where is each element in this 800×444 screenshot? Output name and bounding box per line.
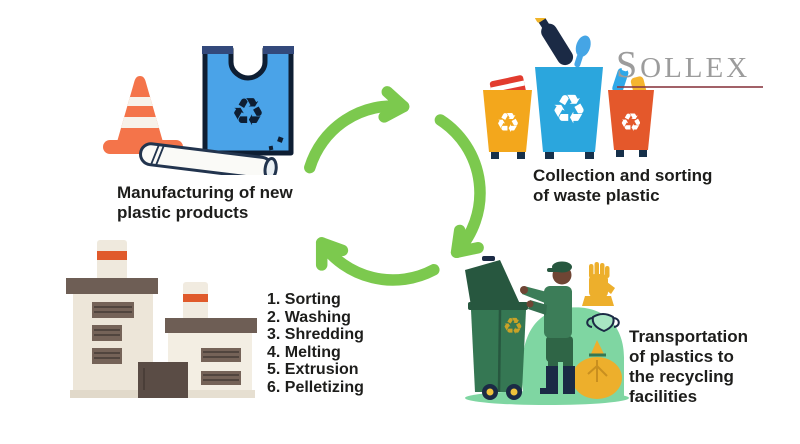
manufacturing-illustration: ♻	[103, 46, 294, 175]
recycle-bin-orange: ♻	[608, 90, 654, 157]
step-item: 3. Shredding	[267, 326, 364, 343]
pipe-icon	[139, 142, 278, 175]
caption-manufacturing: Manufacturing of new plastic products	[117, 183, 293, 222]
worker-arm	[522, 286, 547, 303]
dumpster-wheels	[482, 384, 522, 400]
recycle-bin-yellow: ♻	[483, 90, 532, 159]
cycle-arc-right	[434, 114, 486, 259]
step-item: 5. Extrusion	[267, 361, 359, 378]
cycle-arc-bottom	[315, 237, 440, 286]
step-item: 2. Washing	[267, 308, 351, 326]
factory-illustration	[66, 240, 257, 398]
worker-boot	[563, 366, 575, 394]
blue-bottle-item	[612, 63, 629, 94]
step-item: 4. Melting	[267, 343, 341, 361]
step-item: 6. Pelletizing	[267, 378, 364, 396]
collection-bins-illustration: ♻ ♻ ♻	[483, 18, 654, 159]
worker-boot	[540, 366, 558, 394]
transportation-illustration: ♻	[465, 256, 629, 405]
traffic-cone-icon	[103, 76, 183, 154]
worker-figure	[520, 261, 575, 394]
blue-spoon-item	[574, 35, 591, 68]
caption-collection: Collection and sorting of waste plastic	[533, 166, 713, 205]
process-steps-list: 1. Sorting 2. Washing 3. Shredding 4. Me…	[267, 291, 364, 396]
dark-bottle-item	[535, 18, 574, 66]
cycle-arc-top	[304, 100, 410, 174]
cycle-arrowhead-top	[378, 86, 410, 123]
dumpster-icon: ♻	[465, 256, 528, 400]
face-mask-icon	[586, 313, 620, 333]
factory-door	[138, 362, 188, 398]
recycle-bin-blue: ♻	[535, 67, 603, 159]
rubber-glove-icon	[582, 262, 615, 306]
step-item: 1. Sorting	[267, 291, 341, 308]
recycle-icon: ♻	[496, 108, 520, 139]
recycle-icon: ♻	[231, 90, 265, 134]
caption-transportation: Transportation of plastics to the recycl…	[629, 327, 749, 406]
sollex-logo: SOLLEX	[616, 44, 751, 86]
cycle-arrowhead-right	[450, 224, 484, 259]
plastic-bag-icon: ♻	[202, 46, 294, 156]
recycling-cycle-arrows	[304, 86, 486, 286]
factory-right-building	[138, 282, 257, 398]
yellow-sack-icon	[572, 340, 622, 399]
recycle-icon: ♻	[620, 108, 642, 137]
recycle-icon: ♻	[551, 87, 587, 133]
recycle-icon: ♻	[503, 314, 524, 340]
sollex-logo-underline	[617, 86, 763, 88]
cycle-arrowhead-bottom	[315, 237, 349, 271]
